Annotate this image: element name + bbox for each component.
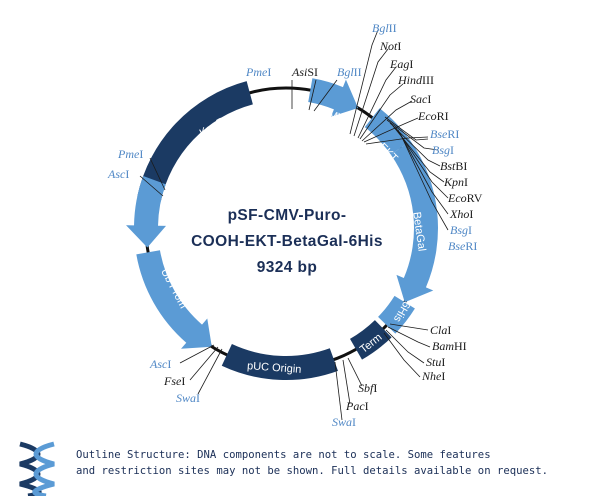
footer-line-1: Outline Structure: DNA components are no… bbox=[76, 449, 491, 461]
site-label-pmei: PmeI bbox=[245, 65, 271, 79]
site-label-paci: PacI bbox=[345, 399, 369, 413]
feature-arc-term bbox=[350, 320, 392, 360]
site-label-asci: AscI bbox=[107, 167, 129, 181]
site-label-kpni: KpnI bbox=[443, 175, 468, 189]
feature-label-betagal: BetaGal bbox=[410, 211, 427, 252]
site-label-noti: NotI bbox=[379, 39, 401, 53]
site-leader-lines bbox=[139, 29, 449, 421]
site-label-bamhi: BamHI bbox=[432, 339, 467, 353]
feature-arc-6his bbox=[378, 295, 415, 334]
site-label-xhoi: XhoI bbox=[449, 207, 473, 221]
feature-label-puro: Puro bbox=[162, 201, 177, 226]
site-label-asisi: AsiSI bbox=[291, 65, 318, 79]
site-label-bstbi: BstBI bbox=[440, 159, 467, 173]
site-label-bglii: BglII bbox=[372, 21, 397, 35]
footer-note: Outline Structure: DNA components are no… bbox=[76, 447, 596, 479]
site-label-saci: SacI bbox=[410, 92, 431, 106]
site-label-stui: StuI bbox=[426, 355, 445, 369]
dna-helix-logo bbox=[19, 441, 55, 496]
feature-label-puc-origin: pUC Origin bbox=[247, 360, 302, 376]
site-label-bsgi: BsgI bbox=[450, 223, 472, 237]
site-label-eagi: EagI bbox=[389, 57, 413, 71]
plasmid-name-line2: COOH-EKT-BetaGal-6His bbox=[191, 233, 383, 250]
site-label-asci: AscI bbox=[149, 357, 171, 371]
feature-label-cmv: CMV bbox=[319, 107, 346, 124]
feature-arc-puc bbox=[221, 344, 338, 380]
plasmid-name-line1: pSF-CMV-Puro- bbox=[228, 207, 347, 224]
site-label-sbfi: SbfI bbox=[358, 381, 377, 395]
site-label-hindiii: HindIII bbox=[397, 73, 434, 87]
site-label-swai: SwaI bbox=[332, 415, 356, 429]
feature-arc-puro bbox=[126, 176, 167, 248]
site-label-bsgi: BsgI bbox=[432, 143, 454, 157]
feature-arc-ubprom bbox=[136, 250, 212, 349]
site-label-ecorv: EcoRV bbox=[447, 191, 483, 205]
plasmid-size: 9324 bp bbox=[257, 259, 318, 276]
site-label-bseri: BseRI bbox=[430, 127, 459, 141]
footer-line-2: and restriction sites may not be shown. … bbox=[76, 465, 548, 477]
site-label-pmei: PmeI bbox=[117, 147, 143, 161]
site-label-clai: ClaI bbox=[430, 323, 451, 337]
site-label-bseri: BseRI bbox=[448, 239, 477, 253]
site-label-bglii: BglII bbox=[337, 65, 362, 79]
site-label-fsei: FseI bbox=[163, 374, 185, 388]
feature-arc-cmv bbox=[308, 78, 359, 117]
feature-arc-kanr bbox=[137, 81, 253, 202]
site-label-swai: SwaI bbox=[176, 391, 200, 405]
site-label-nhei: NheI bbox=[421, 369, 445, 383]
site-label-ecori: EcoRI bbox=[417, 109, 449, 123]
